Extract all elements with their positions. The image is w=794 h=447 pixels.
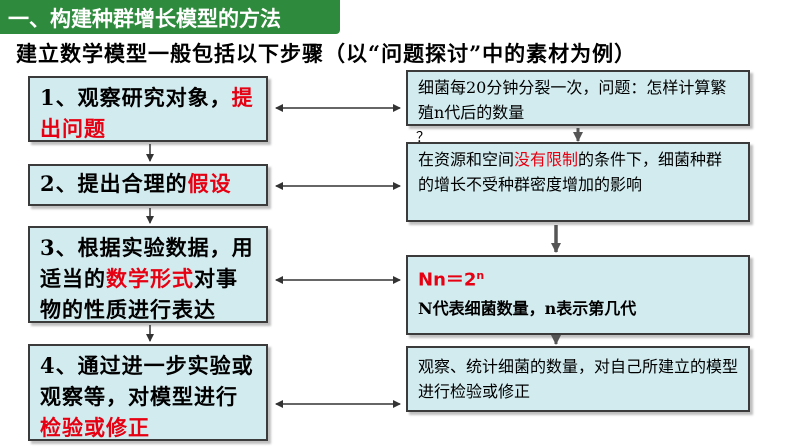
example-2-text: 在资源和空间 [418,150,515,169]
step-4-highlight: 检验或修正 [40,415,150,440]
step-2-text: 2、提出合理的 [40,171,188,196]
example-box-2: 在资源和空间没有限制的条件下，细菌种群的增长不受种群密度增加的影响 [406,142,750,222]
step-box-3: 3、根据实验数据，用适当的数学形式对事物的性质进行表达 [28,226,268,323]
step-1-text: 1、观察研究对象， [40,85,232,110]
formula-exponent: n [476,269,485,282]
step-3-highlight: 数学形式 [106,266,194,291]
example-box-1: 细菌每20分钟分裂一次，问题：怎样计算繁殖n代后的数量 [406,70,750,126]
step-3-text: 3、根据实验数据，用适当的 [40,235,254,291]
step-box-2: 2、提出合理的假设 [28,164,268,206]
example-3-description: N代表细菌数量，n表示第几代 [418,299,637,319]
step-box-4: 4、通过进一步实验或观察等，对模型进行检验或修正 [28,344,268,441]
step-4-text: 4、通过进一步实验或观察等，对模型进行 [40,353,254,409]
step-box-1: 1、观察研究对象，提出问题 [28,76,268,142]
example-2-highlight: 没有限制 [514,150,579,169]
example-box-4: 观察、统计细菌的数量，对自己所建立的模型进行检验或修正 [406,346,750,412]
step-1-highlight: 提出问题 [40,85,254,141]
example-1-text: 细菌每20分钟分裂一次，问题：怎样计算繁殖n代后的数量 [418,78,727,122]
example-4-text: 观察、统计细菌的数量，对自己所建立的模型进行检验或修正 [418,357,739,401]
example-2-text-end: 的条件下，细菌种群的增长不受种群密度增加的影响 [418,150,723,194]
step-2-highlight: 假设 [187,171,232,196]
subtitle: 建立数学模型一般包括以下步骤（以“问题探讨”中的素材为例） [16,41,637,66]
example-box-3: Nn＝2n N代表细菌数量，n表示第几代 [406,255,750,335]
step-3-text-end: 对事物的性质进行表达 [40,266,238,322]
header-title: 一、构建种群增长模型的方法 [8,7,281,31]
formula-base: Nn＝2 [418,269,477,291]
header-bar [0,0,340,34]
example-3-formula: Nn＝2n [418,263,738,292]
